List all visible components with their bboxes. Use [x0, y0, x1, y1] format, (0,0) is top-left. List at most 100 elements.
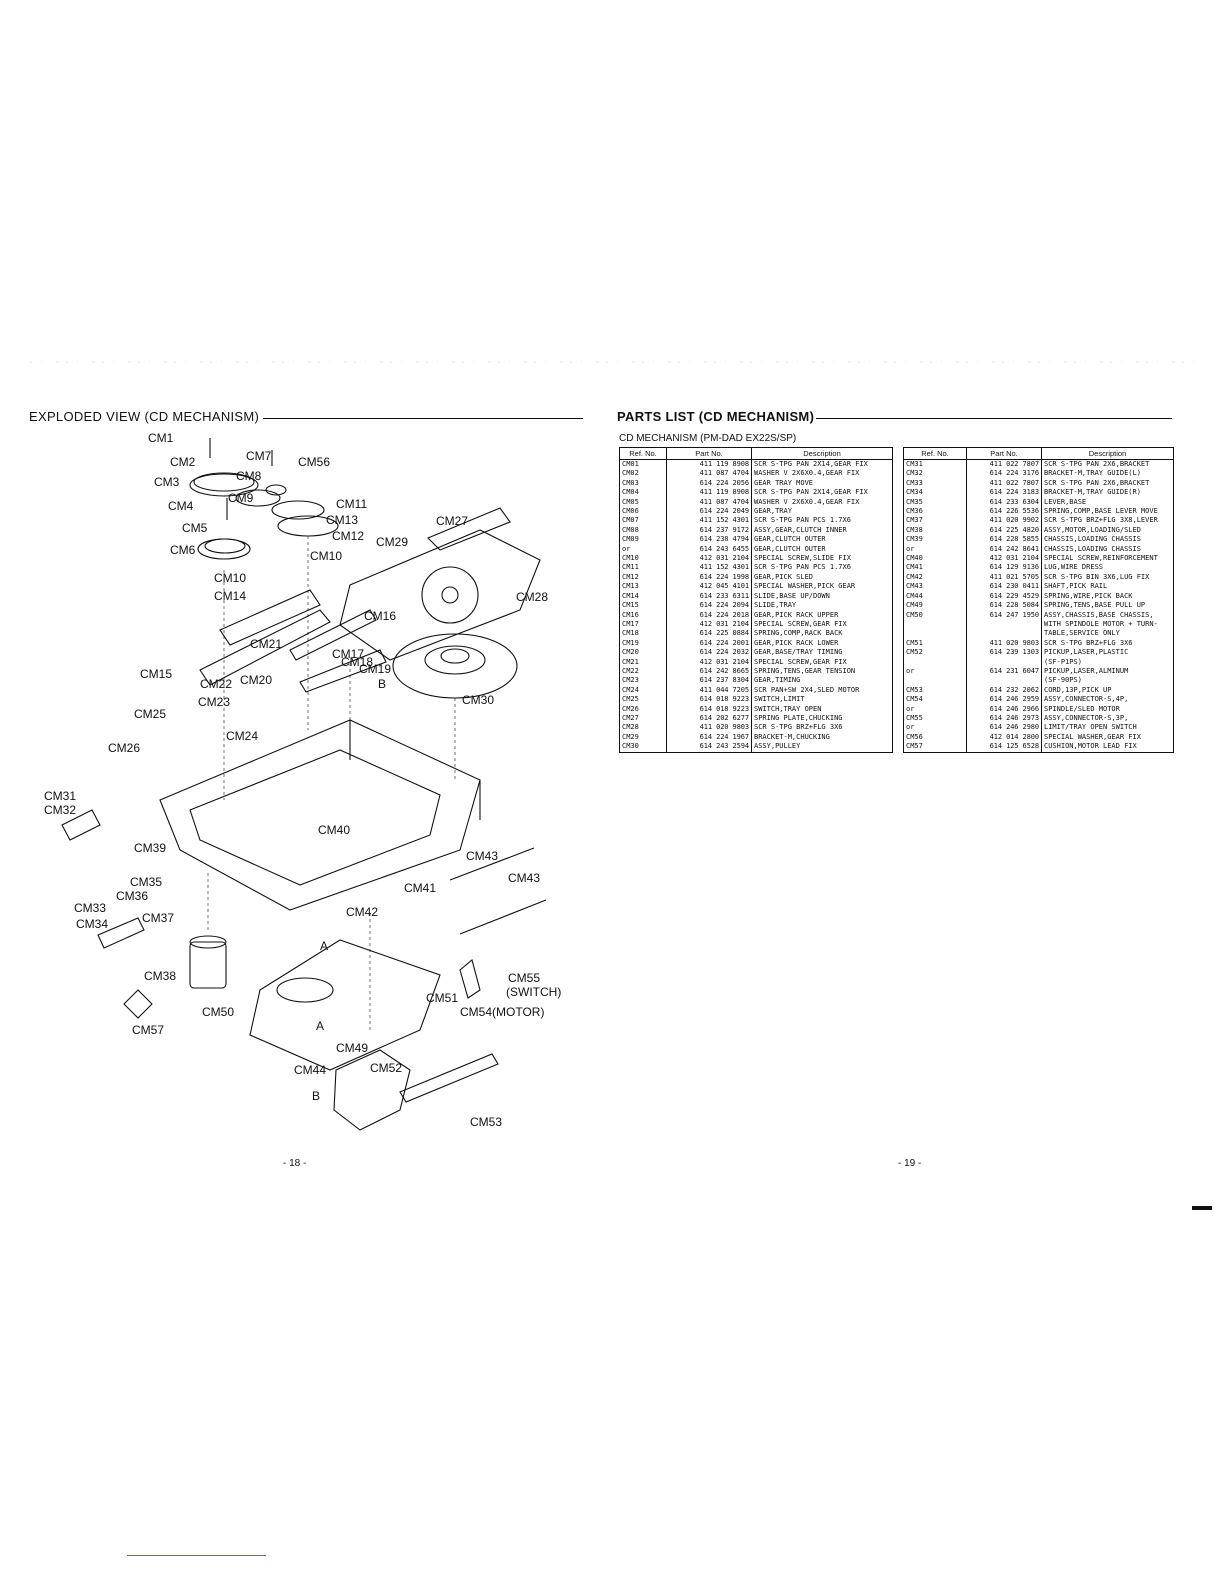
callout-label: CM43 — [508, 871, 540, 885]
ref-no-cell: CM24 — [619, 685, 667, 696]
callout-label: CM9 — [228, 491, 254, 505]
callout-label: A — [316, 1019, 324, 1033]
description-cell: GEAR,CLUTCH OUTER — [751, 535, 893, 545]
description-cell: GEAR,PICK RACK UPPER — [751, 610, 893, 620]
part-no-cell: 614 224 3176 — [966, 469, 1042, 479]
description-cell: SPRING,TENS,GEAR TENSION — [751, 666, 893, 677]
ref-no-cell: CM06 — [619, 507, 667, 517]
part-no-cell: 411 044 7205 — [666, 685, 752, 696]
ref-no-cell: CM19 — [619, 638, 667, 649]
part-no-cell: 614 125 6528 — [966, 742, 1042, 753]
callout-label: CM56 — [298, 455, 330, 469]
part-no-cell: 614 246 2973 — [966, 713, 1042, 724]
ref-no-cell: CM43 — [903, 582, 967, 592]
ref-no-cell: CM18 — [619, 629, 667, 639]
description-cell: GEAR,CLUTCH OUTER — [751, 544, 893, 555]
description-cell: ASSY,MOTOR,LOADING/SLED — [1041, 525, 1174, 536]
part-no-cell: 412 045 4101 — [666, 582, 752, 592]
part-no-cell: 614 224 2018 — [666, 610, 752, 620]
part-no-cell: 614 242 8641 — [966, 544, 1042, 555]
part-no-cell: 614 243 6455 — [666, 544, 752, 555]
part-no-cell: 412 031 2104 — [666, 554, 752, 564]
ref-no-cell: CM09 — [619, 535, 667, 545]
callout-label: CM11 — [336, 497, 367, 511]
callout-label: CM35 — [130, 875, 162, 889]
callout-label: CM26 — [108, 741, 140, 755]
description-cell: PICKUP,LASER,PLASTIC — [1041, 648, 1174, 658]
exploded-view-header: EXPLODED VIEW (CD MECHANISM) — [29, 409, 260, 424]
callout-label: CM51 — [426, 991, 458, 1005]
callout-label: CM44 — [294, 1063, 326, 1077]
header-rule-right — [816, 418, 1172, 419]
ref-no-cell: or — [903, 666, 967, 677]
ref-no-cell: CM02 — [619, 469, 667, 479]
description-cell: SLIDE,TRAY — [751, 601, 893, 611]
ref-no-cell: CM38 — [903, 525, 967, 536]
ref-no-cell: CM57 — [903, 742, 967, 753]
description-cell: SCR S-TPG PAN 2X14,GEAR FIX — [751, 488, 893, 498]
part-no-cell: 614 224 2032 — [666, 648, 752, 658]
callout-label: CM42 — [346, 905, 378, 919]
header-rule-left — [263, 418, 583, 419]
part-no-cell: 614 228 5855 — [966, 535, 1042, 545]
part-no-cell: 614 238 4794 — [666, 535, 752, 545]
callout-label: CM38 — [144, 969, 176, 983]
ref-no-cell: CM28 — [619, 723, 667, 733]
description-cell: SLIDE,BASE UP/DOWN — [751, 591, 893, 602]
callout-label: CM22 — [200, 677, 232, 691]
col-ref-no: Ref. No. — [619, 447, 667, 460]
callout-label: CM14 — [214, 589, 246, 603]
callout-label: CM36 — [116, 889, 148, 903]
callout-label: B — [312, 1089, 320, 1103]
parts-list-subtitle: CD MECHANISM (PM-DAD EX22S/SP) — [619, 433, 797, 444]
part-no-cell — [966, 629, 1042, 639]
ref-no-cell: CM53 — [903, 685, 967, 696]
part-no-cell: 614 225 4820 — [966, 525, 1042, 536]
part-no-cell: 412 031 2104 — [966, 554, 1042, 564]
part-no-cell: 411 119 8908 — [666, 488, 752, 498]
part-no-cell: 614 230 0411 — [966, 582, 1042, 592]
part-no-cell: 614 247 1950 — [966, 610, 1042, 620]
callout-label: CM37 — [142, 911, 174, 925]
ref-no-cell — [903, 676, 967, 686]
callout-label: CM10 — [310, 549, 342, 563]
part-no-cell: 411 021 5705 — [966, 572, 1042, 583]
part-no-cell: 614 224 2094 — [666, 601, 752, 611]
description-cell: BRACKET-M,CHUCKING — [751, 732, 893, 743]
ref-no-cell: CM23 — [619, 676, 667, 686]
callout-label: CM20 — [240, 673, 272, 687]
ref-no-cell: CM33 — [903, 478, 967, 489]
description-cell: SPRING PLATE,CHUCKING — [751, 713, 893, 724]
callout-label: CM40 — [318, 823, 350, 837]
ref-no-cell: CM04 — [619, 488, 667, 498]
part-no-cell: 614 232 2062 — [966, 685, 1042, 696]
part-no-cell: 411 020 9803 — [666, 723, 752, 733]
table-row: TABLE,SERVICE ONLY — [903, 629, 1174, 639]
footer-rule — [127, 1555, 266, 1556]
part-no-cell: 614 226 5536 — [966, 507, 1042, 517]
ref-no-cell: CM42 — [903, 572, 967, 583]
description-cell: (SF-P1PS) — [1041, 657, 1174, 667]
description-cell: WASHER V 2X6X0.4,GEAR FIX — [751, 497, 893, 508]
description-cell: LIMIT/TRAY OPEN SWITCH — [1041, 723, 1174, 733]
ref-no-cell: CM34 — [903, 488, 967, 498]
